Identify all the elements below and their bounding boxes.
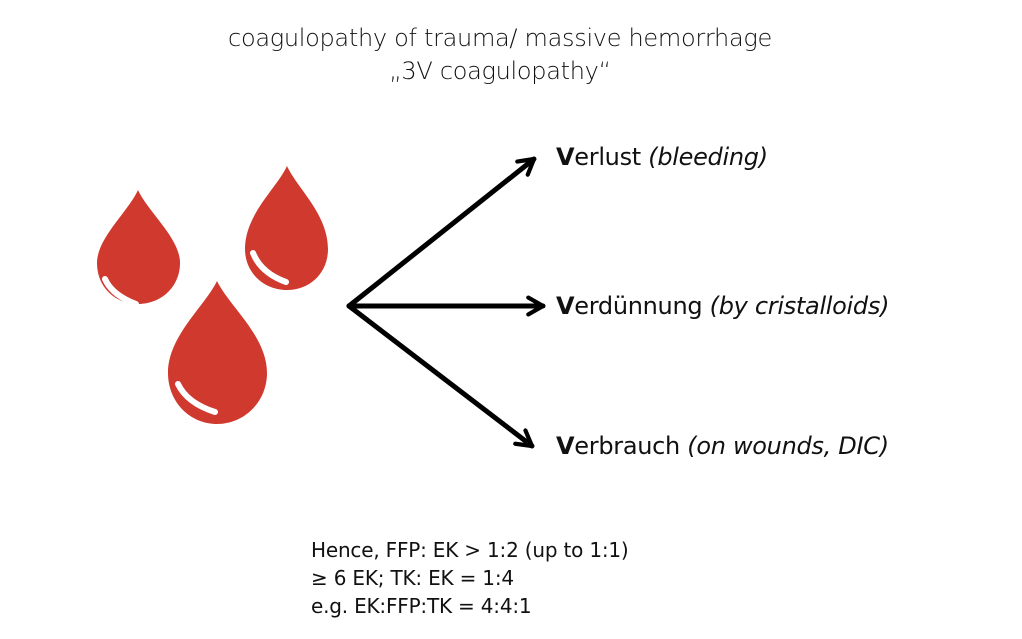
slide-title: coagulopathy of trauma/ massive hemorrha… <box>228 24 772 52</box>
cause-word: erdünnung <box>574 292 710 320</box>
cause-verduennung: Verdünnung (by cristalloids) <box>556 292 889 320</box>
slide-subtitle: „3V coagulopathy“ <box>389 57 611 85</box>
note-line: ≥ 6 EK; TK: EK = 1:4 <box>311 566 514 590</box>
arrow-to-verbrauch <box>346 303 535 449</box>
cause-initial: V <box>556 432 575 460</box>
cause-explanation: (on wounds, DIC) <box>687 432 889 460</box>
cause-explanation: (by cristalloids) <box>709 292 890 320</box>
arrow-to-verlust <box>346 156 537 309</box>
cause-initial: V <box>556 143 575 171</box>
cause-word: erlust <box>574 143 649 171</box>
blood-drop-icon <box>245 166 328 290</box>
cause-word: erbrauch <box>574 432 688 460</box>
blood-drop-icon <box>168 281 267 424</box>
cause-explanation: (bleeding) <box>648 143 768 171</box>
cause-verlust: Verlust (bleeding) <box>556 143 768 171</box>
blood-drop-icon <box>97 190 180 307</box>
note-line: Hence, FFP: EK > 1:2 (up to 1:1) <box>311 538 629 562</box>
cause-verbrauch: Verbrauch (on wounds, DIC) <box>556 432 889 460</box>
note-line: e.g. EK:FFP:TK = 4:4:1 <box>311 594 532 618</box>
cause-initial: V <box>556 292 575 320</box>
